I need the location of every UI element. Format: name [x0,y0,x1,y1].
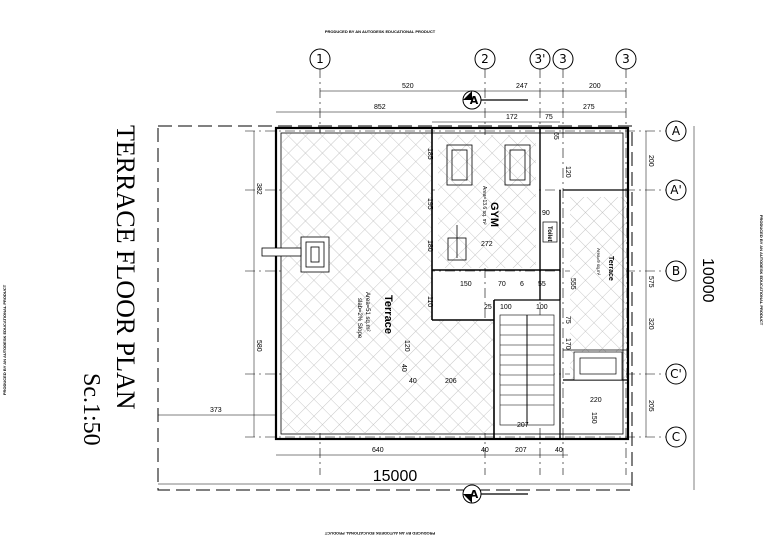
dim-inner-150b: 150 [590,412,597,424]
dim-bottom-640: 640 [372,447,384,454]
grid-col-2: 2 [481,52,489,66]
grid-bubbles-top: 1 2 3' 3 3 [309,48,637,70]
dim-top-852: 852 [374,104,386,111]
gym-fill [438,135,536,268]
terrace-area: Area=51 sq.m² [364,292,370,332]
water-tank [261,236,330,273]
dim-inner-40: 40 [409,378,417,385]
dim-top-275: 275 [583,104,595,111]
dim-inner-70: 70 [498,281,506,288]
dim-top-75: 75 [545,114,553,121]
dim-bottom-40b: 40 [555,447,563,454]
grid-row-C: C [672,430,680,444]
staircase [499,314,555,426]
dim-inner-100a: 100 [500,304,512,311]
dim-inner-150: 150 [460,281,472,288]
dim-inner-6: 6 [520,281,524,288]
dim-inner-195: 195 [426,198,433,210]
dim-inner-65: 65 [552,132,559,140]
grid-row-B: B [672,264,680,278]
grid-col-1: 1 [316,52,324,66]
dim-inner-120b: 120 [403,340,410,352]
watermark-top: PRODUCED BY AN AUTODESK EDUCATIONAL PROD… [325,29,436,34]
dim-right-575: 575 [647,276,654,288]
dim-left-373: 373 [210,407,222,414]
dim-inner-272: 272 [481,241,493,248]
terrace-right-fill [570,197,626,379]
dim-inner-120: 120 [564,166,571,178]
watermark-bottom: PRODUCED BY AN AUTODESK EDUCATIONAL PROD… [324,531,435,536]
terrace-main-fill [282,133,432,433]
dim-right-205: 205 [647,400,654,412]
dim-bottom-207: 207 [515,447,527,454]
dimension-lines [158,90,695,490]
dim-inner-207: 207 [517,422,529,429]
dim-inner-185: 185 [426,148,433,160]
section-marker-bottom: A [462,484,528,504]
overall-depth: 10000 [699,258,716,303]
grid-row-A: A [672,124,681,138]
dim-inner-75: 75 [564,316,571,324]
grid-row-Cprime: C' [670,367,682,381]
dim-inner-110: 110 [426,296,433,307]
section-label-bottom: A [470,488,479,501]
dim-inner-100b: 100 [536,304,548,311]
watermark-right: PRODUCED BY AN AUTODESK EDUCATIONAL PROD… [759,215,764,326]
dim-inner-220: 220 [590,397,602,404]
grid-bubbles-right: A A' B C' C [665,120,687,448]
dim-left-382: 382 [255,183,262,195]
terrace-slab: slab=2% Slope [356,298,362,339]
dim-inner-25: 25 [484,304,492,311]
overall-width: 15000 [373,468,418,485]
dim-inner-170: 170 [564,338,571,350]
dim-bottom-40a: 40 [481,447,489,454]
section-label-top: A [470,94,479,107]
walls [274,126,630,441]
gym-name: GYM [488,202,500,227]
dim-top-172: 172 [506,114,518,121]
toilet-fixtures [542,221,623,381]
terrace-name: Terrace [382,295,394,334]
grid-col-3b: 3 [622,52,630,66]
site-boundary [157,125,633,491]
dim-inner-40b: 40 [400,364,407,372]
dim-right-200: 200 [647,155,654,167]
dim-top-247: 247 [516,83,528,90]
toilet-name: Toilet [546,226,552,242]
plan-title: TERRACE FLOOR PLAN [111,125,140,410]
dim-inner-55: 55 [538,281,546,288]
gym-area: Area=13.6 sq. m² [481,186,487,225]
grid-row-Aprime: A' [670,183,682,197]
dim-right-320: 320 [647,318,654,330]
dim-left-580: 580 [255,340,262,352]
dim-inner-206: 206 [445,378,457,385]
terrace-small-area: Area=9 sq.m² [596,248,601,276]
dim-top-520: 520 [402,83,414,90]
terrace-lower-fill [432,320,494,433]
dim-inner-180: 180 [426,240,433,252]
terrace-small-name: Terrace [607,256,614,281]
grid-col-3prime: 3' [535,52,546,66]
dim-inner-555: 555 [569,278,576,290]
dim-inner-90: 90 [542,210,550,217]
plan-scale: Sc.1:50 [78,373,104,446]
dim-top-200: 200 [589,83,601,90]
section-marker-top: A [462,90,528,110]
gym-equipment [446,144,531,261]
watermark-left: PRODUCED BY AN AUTODESK EDUCATIONAL PROD… [2,284,7,395]
grid-col-3: 3 [559,52,567,66]
